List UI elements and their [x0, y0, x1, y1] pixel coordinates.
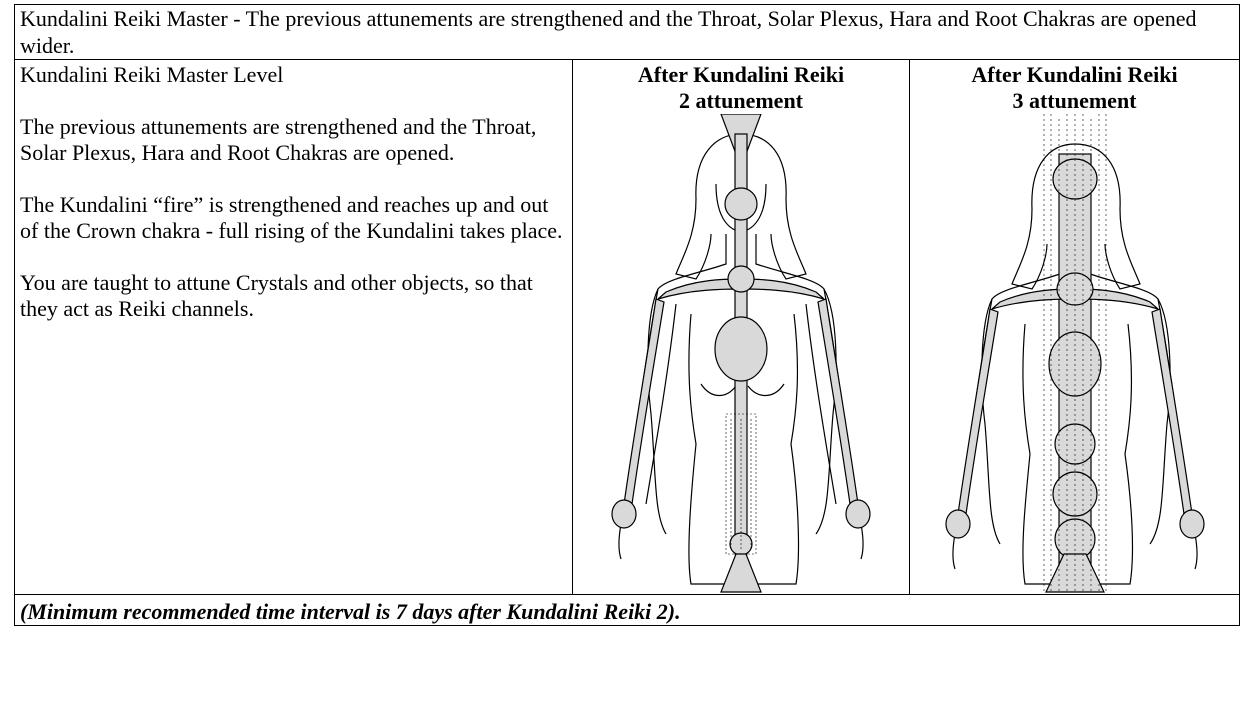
figure-kr2-title-line1: After Kundalini Reiki — [573, 62, 909, 88]
footer-row: (Minimum recommended time interval is 7 … — [15, 595, 1240, 626]
figure-kr3-cell: After Kundalini Reiki 3 attunement — [910, 60, 1240, 595]
header-text: Kundalini Reiki Master - The previous at… — [15, 5, 1240, 60]
figure-kr2-title: After Kundalini Reiki 2 attunement — [573, 62, 909, 114]
body-figure-kr3-illustration — [914, 114, 1236, 594]
content-row: Kundalini Reiki Master Level The previou… — [15, 60, 1240, 595]
body-figure-kr2-illustration — [576, 114, 906, 594]
document: Kundalini Reiki Master - The previous at… — [14, 4, 1240, 722]
description-cell: Kundalini Reiki Master Level The previou… — [15, 60, 573, 595]
attunement-table: Kundalini Reiki Master - The previous at… — [14, 4, 1240, 626]
paragraph-crystals: You are taught to attune Crystals and ot… — [20, 270, 568, 322]
paragraph-kundalini-fire: The Kundalini “fire” is strengthened and… — [20, 192, 568, 244]
footer-note: (Minimum recommended time interval is 7 … — [15, 595, 1240, 626]
figure-kr2-title-line2: 2 attunement — [573, 88, 909, 114]
paragraph-attunements: The previous attunements are strengthene… — [20, 114, 568, 166]
figure-kr3-title-line2: 3 attunement — [910, 88, 1239, 114]
header-row: Kundalini Reiki Master - The previous at… — [15, 5, 1240, 60]
level-title: Kundalini Reiki Master Level — [20, 62, 568, 88]
figure-kr3-title: After Kundalini Reiki 3 attunement — [910, 62, 1239, 114]
figure-kr3-title-line1: After Kundalini Reiki — [910, 62, 1239, 88]
figure-kr2-cell: After Kundalini Reiki 2 attunement — [573, 60, 910, 595]
